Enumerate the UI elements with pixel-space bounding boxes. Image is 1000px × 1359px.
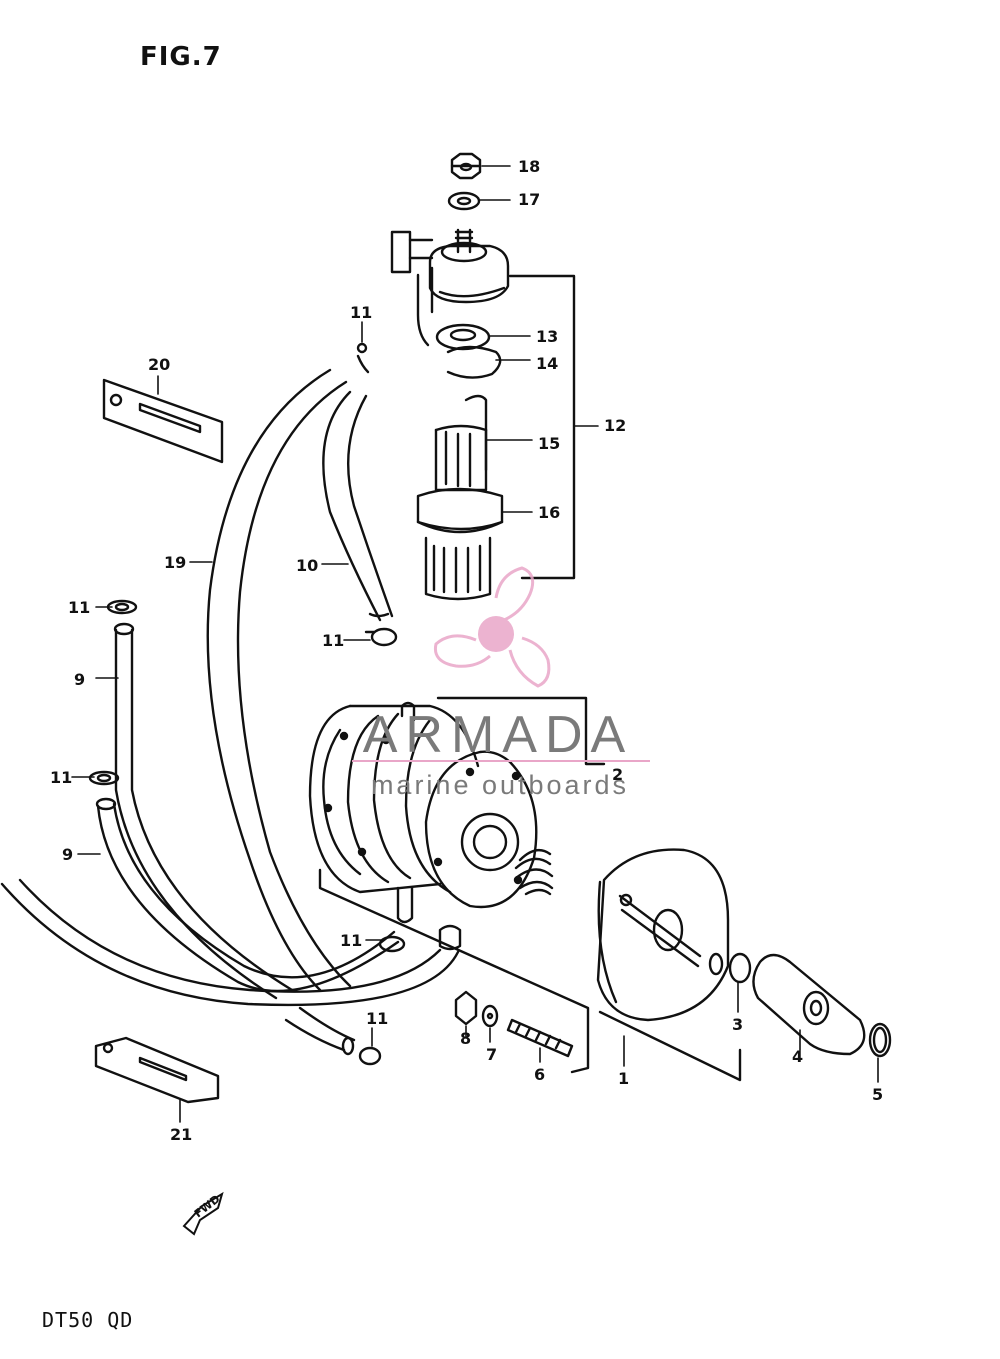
callout-11-a: 11 — [68, 598, 90, 617]
callout-9-b: 9 — [62, 845, 73, 864]
part-16-filter-cup — [416, 487, 504, 601]
part-11-clip-e — [358, 1046, 382, 1066]
callout-8: 8 — [460, 1029, 471, 1048]
callout-11-top: 11 — [350, 303, 372, 322]
callout-16: 16 — [538, 503, 560, 522]
part-1-pump-cover — [596, 848, 730, 1022]
hose-19 — [206, 368, 352, 992]
part-20-plate — [102, 378, 224, 464]
watermark-logo — [433, 566, 551, 688]
part-2-fuel-pump-body — [308, 701, 538, 924]
part-11-clip-top — [356, 342, 370, 374]
callout-11-e: 11 — [366, 1009, 388, 1028]
callout-2: 2 — [612, 765, 623, 784]
part-4-plate — [752, 953, 866, 1056]
callout-19: 19 — [164, 553, 186, 572]
fwd-arrow-icon — [182, 1191, 224, 1236]
part-13-seal — [435, 323, 491, 351]
callout-15: 15 — [538, 434, 560, 453]
hose-9-upper — [113, 622, 294, 1000]
callout-11-b: 11 — [322, 631, 344, 650]
callout-12: 12 — [604, 416, 626, 435]
part-7-washer — [481, 1004, 499, 1028]
part-filter-head — [390, 228, 510, 347]
callout-21: 21 — [170, 1125, 192, 1144]
watermark-tagline: marine outboards — [371, 770, 629, 800]
callout-9-a: 9 — [74, 670, 85, 689]
part-8-nut — [454, 990, 478, 1026]
callout-5: 5 — [872, 1085, 883, 1104]
part-11-clip-b — [88, 770, 120, 786]
part-11-clip-c — [364, 627, 398, 647]
hose-10 — [322, 390, 394, 622]
callout-7: 7 — [486, 1045, 497, 1064]
callout-1: 1 — [618, 1069, 629, 1088]
hose-short — [284, 1006, 356, 1056]
callout-13: 13 — [536, 327, 558, 346]
callout-3: 3 — [732, 1015, 743, 1034]
callout-4: 4 — [792, 1047, 803, 1066]
watermark-rule — [352, 760, 650, 762]
part-2-bracket — [436, 696, 606, 766]
callout-20: 20 — [148, 355, 170, 374]
part-18-nut — [450, 152, 482, 180]
callout-17: 17 — [518, 190, 540, 209]
part-12-bracket — [508, 274, 576, 580]
part-fitting — [438, 924, 462, 951]
part-15-filter-element — [434, 394, 488, 492]
part-spring — [514, 848, 554, 896]
part-1-bracket — [318, 868, 742, 1082]
leader-lines — [71, 165, 879, 1123]
part-5-ring — [868, 1022, 892, 1058]
callout-11-d: 11 — [340, 931, 362, 950]
watermark-name: ARMADA — [363, 706, 633, 764]
part-14-o-ring — [446, 345, 502, 379]
callout-6: 6 — [534, 1065, 545, 1084]
callout-labels: 18 17 13 14 15 16 12 11 20 19 10 11 9 11… — [50, 157, 883, 1144]
part-21-plate — [94, 1036, 220, 1104]
model-label: DT50 QD — [42, 1308, 134, 1332]
part-11-clip-d — [378, 935, 406, 953]
part-6-stud — [506, 1018, 574, 1058]
callout-14: 14 — [536, 354, 558, 373]
callout-10: 10 — [296, 556, 318, 575]
figure-title: FIG.7 — [140, 42, 222, 72]
hose-9-lower — [0, 797, 460, 1007]
callout-18: 18 — [518, 157, 540, 176]
part-17-washer — [447, 191, 481, 211]
part-3-o-ring — [728, 952, 752, 984]
callout-11-c: 11 — [50, 768, 72, 787]
